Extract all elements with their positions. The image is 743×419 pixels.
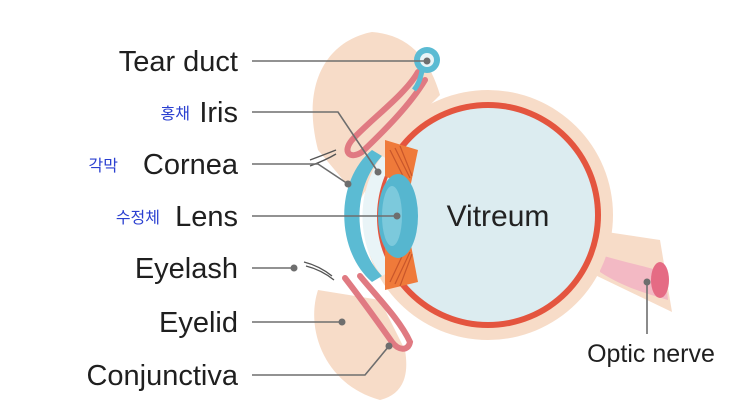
eyelash-dot	[290, 264, 298, 272]
label-vitreum: Vitreum	[447, 200, 550, 233]
label-eyelid: Eyelid	[159, 307, 238, 339]
anterior-chamber	[362, 156, 392, 276]
label-iris: Iris	[199, 97, 238, 129]
label-tear-duct: Tear duct	[119, 46, 238, 78]
eyelid-dot	[338, 318, 346, 326]
optic-nerve-dot	[643, 278, 651, 286]
lower-eyelash	[303, 261, 335, 281]
optic-nerve-end	[651, 262, 669, 298]
label-conjunctiva: Conjunctiva	[86, 360, 238, 392]
label-optic-nerve: Optic nerve	[587, 340, 715, 368]
lower-conjunctiva	[342, 273, 414, 352]
label-iris-ko: 홍채	[161, 104, 190, 123]
upper-conjunctiva	[344, 69, 428, 159]
cornea-leader	[252, 163, 349, 185]
conjunctiva-leader	[252, 345, 390, 376]
tear-duct-dot	[423, 57, 431, 65]
iris-dot	[374, 168, 382, 176]
label-lens: Lens	[175, 201, 238, 233]
lens-dot	[393, 212, 401, 220]
conjunctiva-dot	[385, 342, 393, 350]
label-eyelash: Eyelash	[135, 253, 238, 285]
iris-leader	[252, 111, 379, 173]
upper-eyelash	[309, 149, 337, 167]
vitreous	[381, 108, 595, 322]
cornea-shape	[344, 150, 382, 282]
label-lens-ko: 수정체	[116, 208, 160, 227]
tear-duct-channel	[412, 70, 425, 92]
lower-skin	[314, 290, 407, 400]
label-cornea: Cornea	[143, 149, 239, 181]
optic-nerve-core	[600, 255, 668, 300]
label-cornea-ko: 각막	[89, 156, 119, 175]
cornea-dot	[344, 180, 352, 188]
